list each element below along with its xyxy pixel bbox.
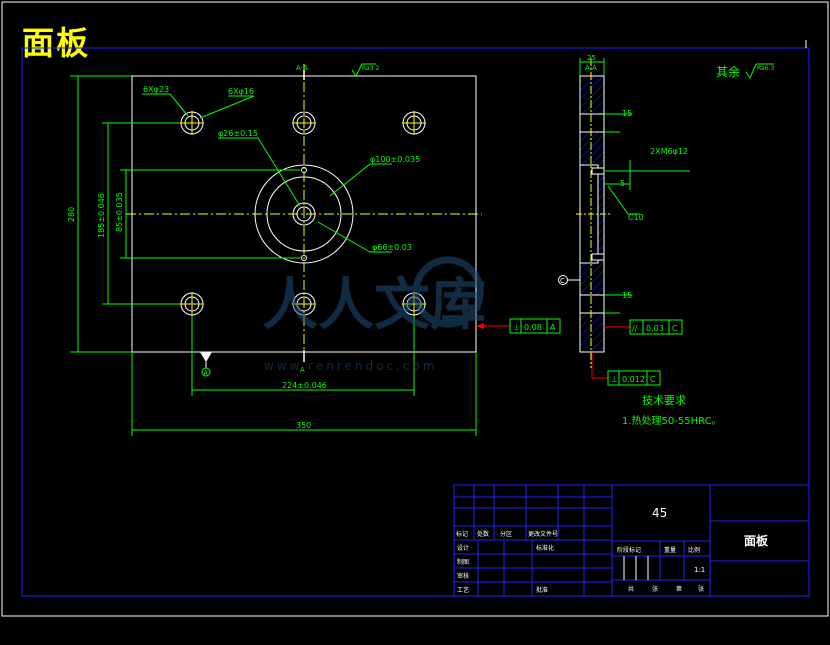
watermark: 人人文库 www.renrendoc.com (262, 256, 486, 373)
roughness-symbol-top (351, 63, 376, 77)
dimension-lines (70, 75, 477, 436)
tb-approve: 批准 (536, 586, 548, 594)
thread-hole-bottom (301, 255, 307, 261)
part-name: 面板 (744, 533, 769, 548)
tol1-arrow (476, 323, 484, 329)
tb-sheet-no: 第 (676, 585, 682, 593)
callout-6x23: 6Xφ23 (143, 85, 169, 94)
side-chamfer: C10 (628, 213, 644, 222)
datum-a-circle (201, 367, 211, 377)
hole-top-right (402, 111, 426, 135)
dim-width: 350 (296, 421, 311, 430)
tol2-value: 0.03 (646, 324, 664, 333)
general-roughness-symbol (745, 63, 774, 80)
tb-rev-zone: 分区 (500, 530, 512, 538)
datum-a-label: A (204, 370, 209, 377)
datum-a-triangle (200, 352, 212, 362)
section-thread-top (591, 167, 605, 175)
tb-process: 工艺 (457, 586, 469, 594)
watermark-logo-ring (412, 256, 484, 328)
tol3-datum: C (650, 375, 656, 384)
datum-c-circle (558, 275, 568, 285)
side-section-label: A-A (585, 64, 597, 72)
tol3-frame (607, 370, 661, 386)
tol1-value: 0.08 (524, 323, 542, 332)
bore-center-hole (296, 206, 312, 222)
callout-leaders (142, 93, 392, 253)
tb-sheet-unit2: 张 (698, 585, 704, 593)
drawing-title: 面板 (22, 24, 91, 62)
tol2-symbol: // (632, 324, 638, 333)
tb-check: 审核 (457, 572, 469, 580)
watermark-url: www.renrendoc.com (264, 359, 437, 373)
tb-stage: 阶段标记 (617, 546, 641, 554)
tb-sheet-unit1: 张 (652, 585, 658, 593)
tb-sheet-total: 共 (628, 585, 634, 593)
watermark-brand: 人人文库 (262, 273, 486, 338)
side-view: 25 A-A 15 2XM6φ12 5 C10 15 C ⊥ 0.08 A //… (476, 54, 690, 386)
tol2-datum: C (672, 324, 678, 333)
dim-185: 185±0.046 (97, 193, 106, 238)
bore-pitch-circle (266, 176, 342, 252)
hole-top-mid (292, 111, 316, 135)
dim-85: 85±0.035 (115, 192, 124, 232)
side-dim-lines (579, 58, 690, 314)
front-view: A-A A Ra3.2 6Xφ23 6Xφ16 φ (67, 63, 482, 436)
tech-req-line1: 1.热处理50-55HRC。 (622, 414, 722, 427)
side-dim-25: 25 (587, 54, 596, 62)
bore-outer-circle (254, 164, 354, 264)
tb-rev-mark: 标记 (456, 530, 468, 538)
side-dim-15-top: 15 (622, 109, 632, 118)
dim-height: 280 (67, 207, 76, 222)
tb-weight: 重量 (664, 546, 676, 554)
side-thread: 2XM6φ12 (650, 147, 688, 156)
tb-rev-doc: 更改文件号 (528, 530, 558, 538)
inner-frame (21, 47, 810, 597)
hole-bottom-mid (292, 292, 316, 316)
material-value: 45 (652, 506, 667, 520)
outer-border (1, 1, 829, 617)
section-label-top: A-A (296, 64, 308, 72)
counterbore-holes (180, 111, 426, 316)
datum-c-label: C (560, 277, 565, 285)
tol3-symbol: ⊥ (611, 375, 618, 384)
section-label-bottom: A (300, 366, 305, 374)
title-block (453, 484, 810, 597)
tech-req-heading: 技术要求 (642, 394, 686, 407)
section-counterbore-bottom (579, 294, 605, 314)
scale-value: 1:1 (694, 566, 705, 574)
tb-scale-label: 比例 (688, 546, 700, 554)
thread-hole-top (301, 167, 307, 173)
dim-224: 224±0.046 (282, 381, 327, 390)
general-roughness-value: Ra6.3 (757, 65, 774, 72)
tb-rev-count: 处数 (477, 530, 489, 538)
callout-6x16: 6Xφ16 (228, 87, 254, 96)
section-counterbore-top (579, 113, 605, 133)
tb-drawn: 制图 (457, 558, 469, 566)
tol3-value: 0.012 (622, 375, 645, 384)
tol1-symbol: ⊥ (513, 323, 520, 332)
side-dim-15-bottom: 15 (622, 291, 632, 300)
callout-phi66: φ66±0.03 (372, 243, 412, 252)
callout-phi26: φ26±0.15 (218, 129, 258, 138)
side-dim-5: 5 (620, 179, 625, 188)
bore-inner-circle (292, 202, 316, 226)
tol3-leader (591, 352, 608, 379)
tb-design: 设计 (457, 544, 469, 552)
tol1-datum: A (550, 323, 556, 332)
callout-phi100: φ100±0.035 (370, 155, 420, 164)
hole-top-left (180, 111, 204, 135)
general-roughness-label: 其余 (716, 64, 740, 79)
section-thread-bottom (591, 253, 605, 261)
tol1-frame (509, 318, 561, 334)
hole-bottom-left (180, 292, 204, 316)
tol2-frame (629, 319, 683, 335)
tb-standard: 标准化 (536, 544, 554, 552)
roughness-value-top: Ra3.2 (362, 65, 379, 72)
